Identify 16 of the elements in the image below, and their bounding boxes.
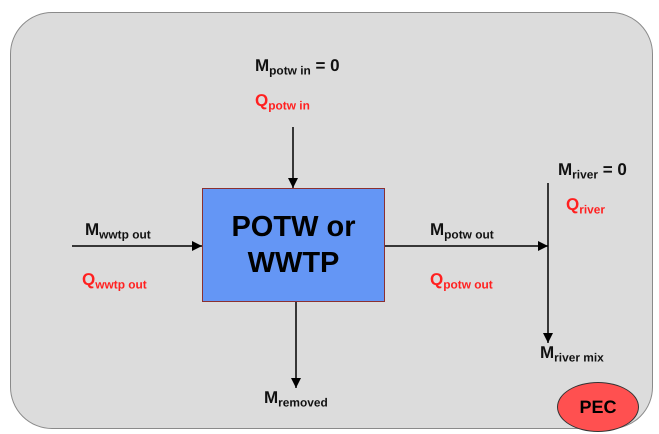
arrow — [288, 127, 298, 188]
arrow — [291, 302, 301, 388]
flow-term: Q$_{river}$ — [565, 194, 606, 218]
mass-term: M$_{potw in}$ = 0 — [255, 56, 341, 80]
mass-term: M$_{removed}$ — [264, 388, 329, 412]
mass-term: M$_{river}$ = 0 — [558, 160, 628, 184]
arrow — [385, 241, 548, 251]
arrow — [543, 183, 553, 343]
flow-label: Q$_{potw out}$ — [430, 270, 493, 294]
flow-label: M$_{wwtp out}$ — [85, 220, 151, 244]
arrow — [72, 241, 202, 251]
flow-term: Q$_{potw in}$ — [255, 90, 311, 114]
process-box: POTW or WWTP — [202, 188, 385, 302]
flow-label: Q$_{wwtp out}$ — [82, 270, 147, 294]
flow-label: M$_{potw out}$ — [430, 220, 494, 244]
mass-term: M$_{river mix}$ — [540, 343, 605, 367]
